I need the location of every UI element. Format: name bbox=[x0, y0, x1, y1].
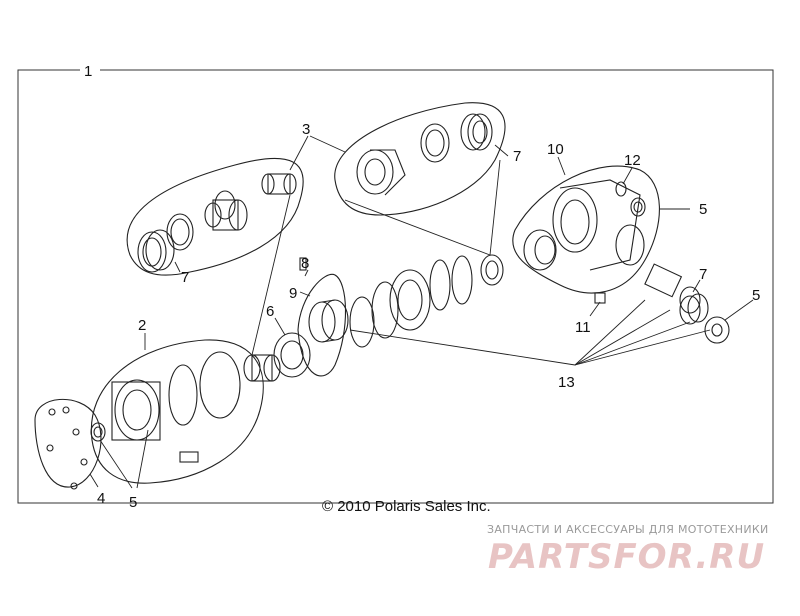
watermark-logo: PARTSFOR.RU bbox=[488, 537, 765, 577]
roller-cage bbox=[308, 299, 349, 343]
housing-rings bbox=[168, 351, 241, 426]
race-ring-right bbox=[420, 123, 450, 163]
seal-5-upper bbox=[630, 197, 646, 217]
bearing-group-outline-left bbox=[126, 157, 304, 276]
callout-9: 9 bbox=[289, 285, 297, 302]
callout-4: 4 bbox=[97, 490, 105, 507]
bolt-group-outline bbox=[34, 398, 102, 488]
callout-11: 11 bbox=[575, 319, 591, 336]
gear-hub-left bbox=[204, 190, 248, 231]
housing-cover bbox=[111, 379, 161, 441]
output-shaft bbox=[644, 263, 701, 314]
callout-6: 6 bbox=[266, 303, 274, 320]
plug-11 bbox=[594, 292, 606, 304]
copyright-text: © 2010 Polaris Sales Inc. bbox=[322, 498, 491, 515]
callout-5-left: 5 bbox=[129, 494, 137, 511]
sleeve-left bbox=[261, 173, 297, 195]
callout-5-upper: 5 bbox=[699, 201, 707, 218]
shaft-outline bbox=[297, 273, 347, 377]
callout-7-right: 7 bbox=[699, 266, 707, 283]
bearing-7-upper bbox=[460, 113, 493, 151]
seal-5-left bbox=[90, 422, 106, 442]
bearing-7-left bbox=[137, 229, 175, 273]
callout-10: 10 bbox=[547, 141, 564, 158]
bearing-7-right bbox=[679, 293, 709, 325]
pin-8 bbox=[299, 257, 307, 271]
gear-hub-right bbox=[356, 149, 406, 196]
bolts-4 bbox=[46, 406, 88, 490]
race-ring-left bbox=[166, 213, 194, 251]
gear-case bbox=[523, 179, 645, 271]
callout-7-upper: 7 bbox=[513, 148, 521, 165]
watermark-tagline: ЗАПЧАСТИ И АКСЕССУАРЫ ДЛЯ МОТОТЕХНИКИ bbox=[487, 523, 769, 536]
callout-1: 1 bbox=[84, 63, 92, 80]
callout-11-12: 12 bbox=[624, 152, 641, 169]
bearing-group-outline-right bbox=[334, 102, 506, 216]
housing-group-outline bbox=[90, 339, 264, 484]
seal-5-right bbox=[704, 316, 730, 344]
callout-7-left: 7 bbox=[181, 269, 189, 286]
brush-part bbox=[179, 451, 199, 463]
callout-3: 3 bbox=[302, 121, 310, 138]
oring-12 bbox=[615, 181, 627, 197]
callout-13: 13 bbox=[558, 374, 575, 391]
case-group-outline bbox=[512, 165, 660, 294]
callout-5-right: 5 bbox=[752, 287, 760, 304]
clutch-rings bbox=[349, 254, 504, 348]
assembly-frame bbox=[17, 69, 774, 504]
callout-2: 2 bbox=[138, 317, 146, 334]
callout-8: 8 bbox=[301, 255, 309, 272]
